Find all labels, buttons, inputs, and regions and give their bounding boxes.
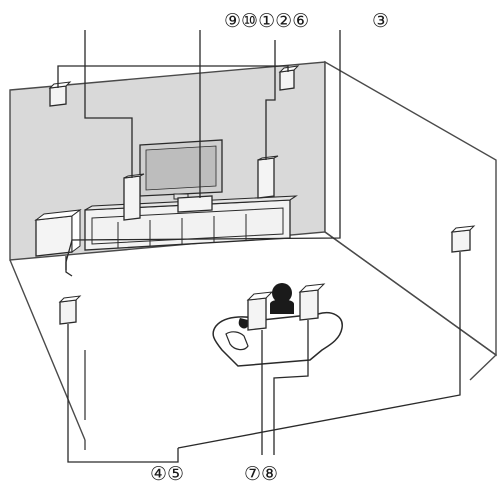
surround-right-speaker [450, 225, 476, 253]
surround-back-left-speaker [246, 291, 274, 331]
front-left-speaker [123, 173, 145, 221]
surround-left-speaker [58, 295, 82, 325]
height-left-speaker [48, 81, 72, 107]
label-top-single: ③ [372, 10, 389, 32]
center-speaker [177, 195, 213, 213]
label-bottom-right: ⑦⑧ [244, 463, 278, 485]
right-wall [324, 60, 497, 357]
label-bottom-left: ④⑤ [150, 463, 184, 485]
surround-back-right-speaker [298, 283, 326, 321]
connection-lines [57, 30, 461, 463]
label-top-group: ⑨⑩①②⑥ [224, 10, 309, 32]
sofa [212, 312, 343, 367]
front-right-speaker [257, 155, 279, 199]
floor-edges [9, 231, 498, 441]
subwoofer [34, 209, 82, 257]
tv [139, 139, 223, 200]
height-right-speaker [278, 65, 300, 91]
listener [270, 283, 294, 314]
